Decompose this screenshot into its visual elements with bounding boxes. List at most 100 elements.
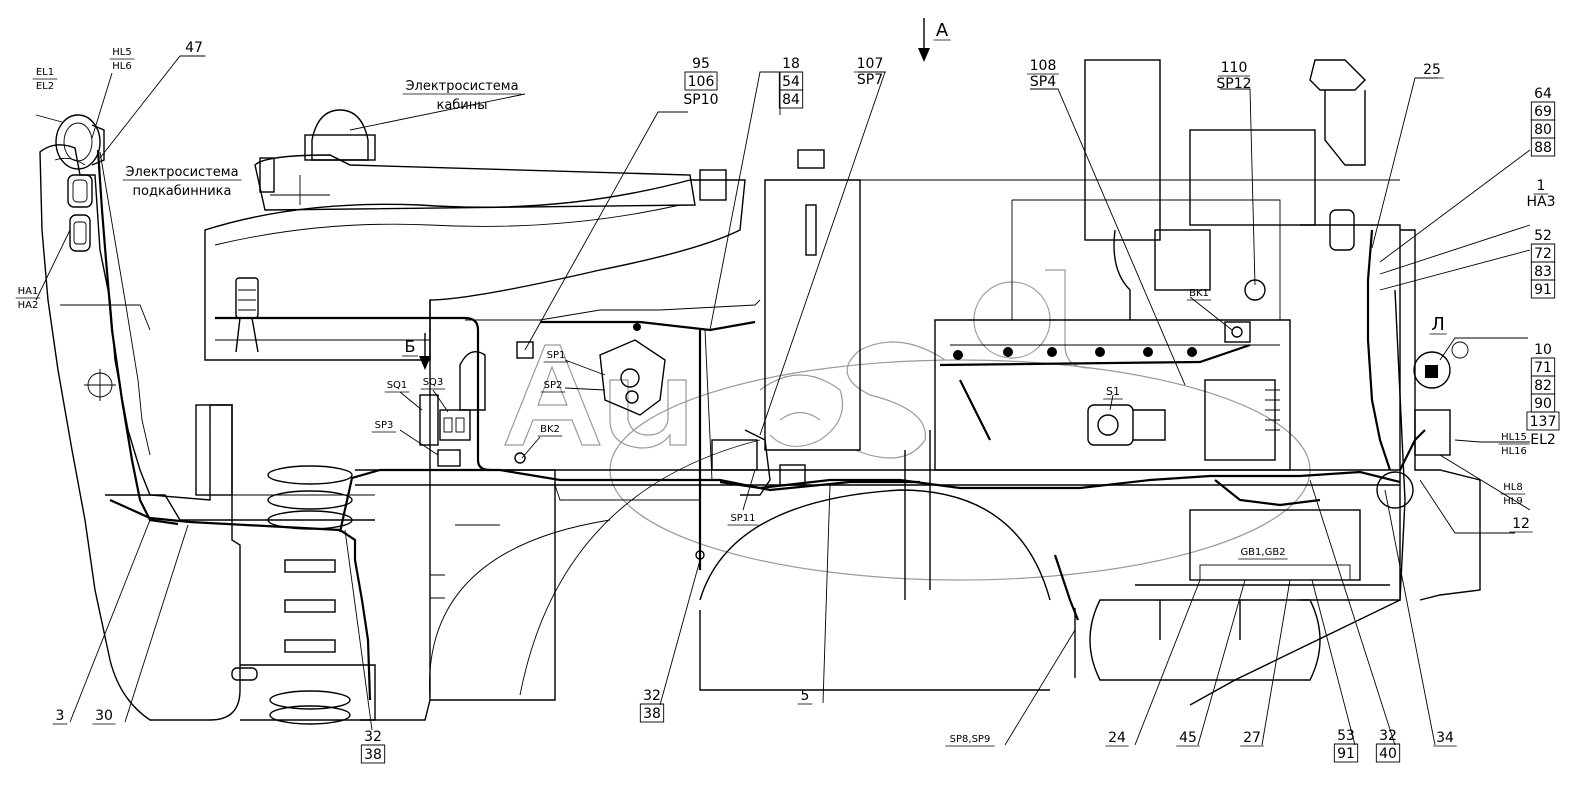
label-line: SQ1 xyxy=(387,380,408,391)
label-30: 30 xyxy=(92,708,116,725)
harness-lower-left xyxy=(109,498,372,701)
label-line: S1 xyxy=(1106,385,1120,398)
label-a: A xyxy=(933,20,951,41)
label-line: 27 xyxy=(1243,730,1261,746)
label-47: 47 xyxy=(182,40,206,57)
label-line: 54 xyxy=(782,74,800,90)
label-line: 1 xyxy=(1537,178,1546,194)
label-line: 18 xyxy=(782,56,800,72)
view-arrow-a xyxy=(918,18,930,62)
label-line: SP8,SP9 xyxy=(950,734,991,745)
label-line: EL2 xyxy=(36,81,54,92)
label-line: 91 xyxy=(1337,746,1355,762)
label-line: 137 xyxy=(1530,414,1557,430)
cab-front-frame xyxy=(39,144,375,721)
air-receiver xyxy=(1074,599,1321,681)
label-line: 47 xyxy=(185,40,203,56)
label-line: 5 xyxy=(801,688,810,704)
label-line: 10 xyxy=(1534,342,1552,358)
cab-body xyxy=(204,109,746,361)
label-line: SP3 xyxy=(375,420,394,431)
label-sq3: SQ3 xyxy=(420,377,446,390)
label-gb: GB1,GB2 xyxy=(1238,547,1288,560)
view-arrow-b xyxy=(419,333,431,370)
label-subcab: Электросистема подкабинника xyxy=(122,165,242,199)
label-line: 40 xyxy=(1379,746,1397,762)
label-line: A xyxy=(936,20,949,41)
label-24: 24 xyxy=(1105,730,1129,747)
alternator xyxy=(1204,321,1280,461)
cab-connector xyxy=(235,277,259,353)
label-line: кабины xyxy=(436,98,487,113)
label-line: HL5 xyxy=(112,47,131,58)
rear-frame xyxy=(1189,224,1481,706)
label-line: HA3 xyxy=(1526,194,1555,210)
sensor-cluster-sp1-sp2 xyxy=(516,323,666,416)
hydraulic-tank xyxy=(764,149,1400,451)
label-sp1: SP1 xyxy=(543,350,569,363)
label-25: 25 xyxy=(1420,62,1444,79)
label-line: HL15 xyxy=(1501,432,1527,443)
harness-rear-vertical xyxy=(1366,229,1392,471)
label-line: 69 xyxy=(1534,104,1552,120)
label-line: SP7 xyxy=(857,72,883,88)
label-27: 27 xyxy=(1240,730,1264,747)
label-line: SP12 xyxy=(1216,76,1251,92)
label-line: 95 xyxy=(692,56,710,72)
harness-upper-bar xyxy=(215,316,491,472)
label-line: 32 xyxy=(643,688,661,704)
leader-lines xyxy=(35,55,1531,746)
battery-box xyxy=(1135,509,1390,586)
starter-s1 xyxy=(1087,404,1166,446)
label-line: HL9 xyxy=(1503,496,1522,507)
label-line: 110 xyxy=(1221,60,1248,76)
label-sp2: SP2 xyxy=(540,380,566,393)
label-line: SP11 xyxy=(730,513,755,524)
label-3: 3 xyxy=(52,708,68,725)
label-cab: Электросистема кабины xyxy=(402,79,522,113)
harness-main-rear xyxy=(719,470,1401,490)
label-45: 45 xyxy=(1176,730,1200,747)
label-34: 34 xyxy=(1433,730,1457,747)
label-s1: S1 xyxy=(1103,385,1123,400)
labels: AБЛЭлектросистемакабиныЭлектросистемапод… xyxy=(15,20,1560,764)
label-line: 25 xyxy=(1423,62,1441,78)
label-b: Б xyxy=(402,337,418,357)
label-sp3: SP3 xyxy=(371,420,397,433)
label-sq1: SQ1 xyxy=(384,380,410,393)
label-line: 32 xyxy=(1379,728,1397,744)
label-line: 108 xyxy=(1030,58,1057,74)
sidelights-hl5-hl6 xyxy=(67,174,93,252)
label-line: BK1 xyxy=(1189,288,1209,299)
label-line: 45 xyxy=(1179,730,1197,746)
label-line: HA1 xyxy=(18,286,39,297)
label-line: SQ3 xyxy=(423,377,444,388)
label-box xyxy=(684,71,718,91)
label-line: Электросистема xyxy=(405,79,518,94)
label-l: Л xyxy=(1429,314,1447,335)
label-line: 91 xyxy=(1534,282,1552,298)
label-line: EL1 xyxy=(36,67,54,78)
label-line: Б xyxy=(405,337,416,356)
label-line: подкабинника xyxy=(133,184,232,199)
label-line: 84 xyxy=(782,92,800,108)
label-line: 53 xyxy=(1337,728,1355,744)
label-line: 52 xyxy=(1534,228,1552,244)
label-line: Электросистема xyxy=(125,165,238,180)
label-line: Л xyxy=(1431,314,1445,335)
label-12: 12 xyxy=(1509,516,1533,533)
label-line: 107 xyxy=(857,56,884,72)
label-line: 32 xyxy=(364,729,382,745)
front-axle-assembly xyxy=(231,465,431,725)
label-box xyxy=(1333,743,1359,763)
label-line: 72 xyxy=(1534,246,1552,262)
